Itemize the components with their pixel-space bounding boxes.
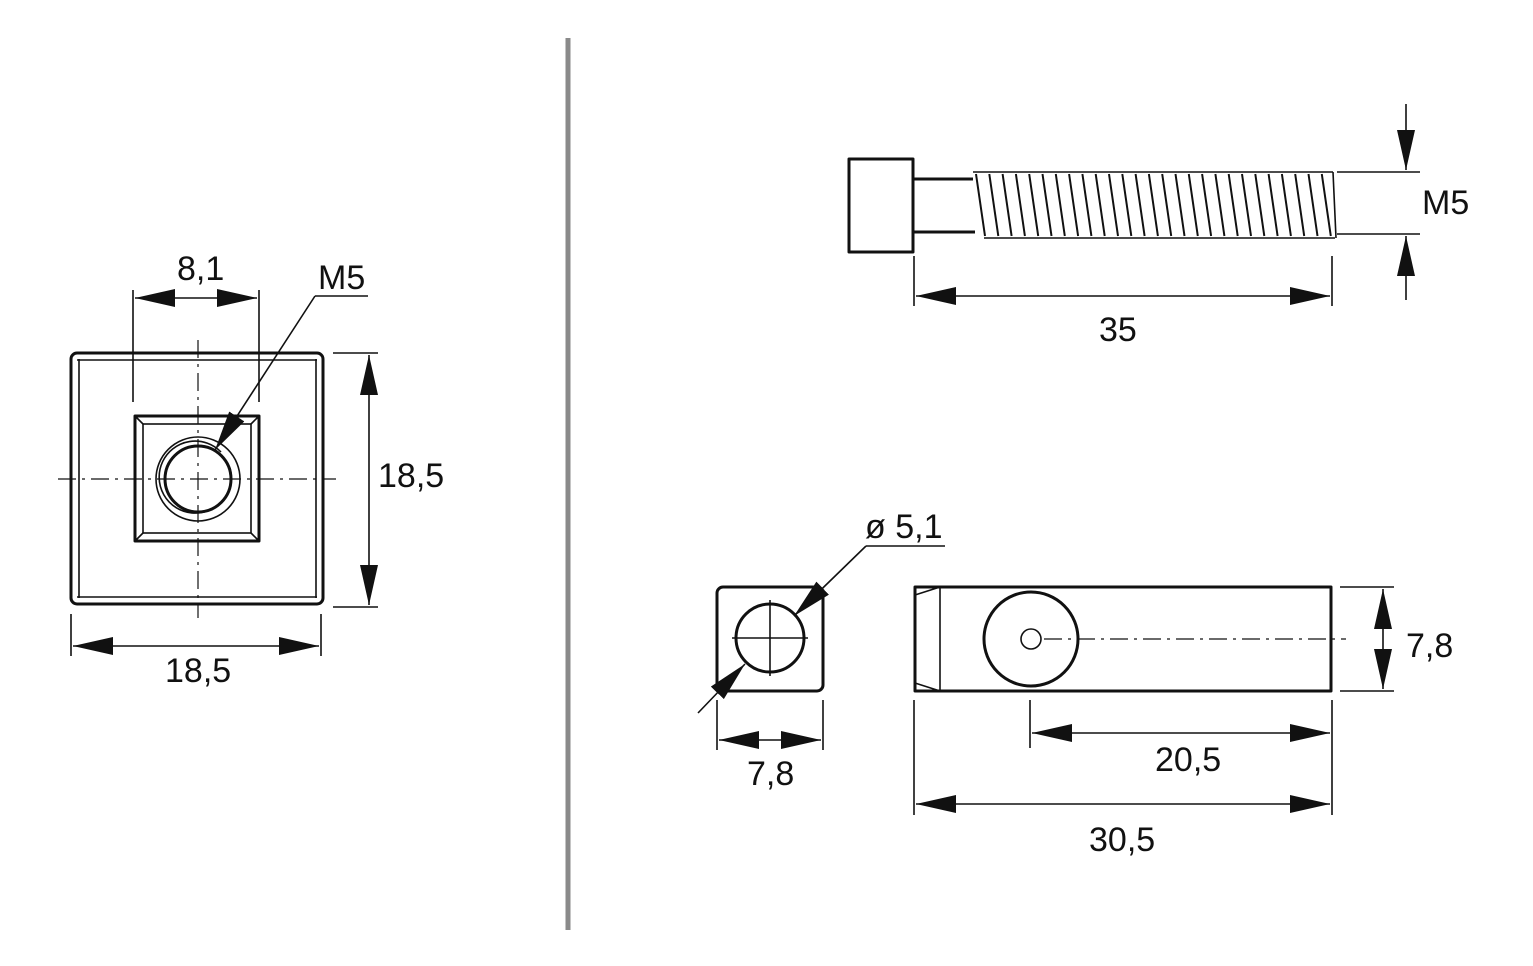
- dim-label-30-5: 30,5: [1089, 821, 1155, 859]
- thread-line: [1241, 173, 1252, 237]
- pin-end-view: ø 5,1 7,8: [697, 508, 945, 793]
- thread-line: [1227, 173, 1239, 237]
- screw-threads: [975, 173, 1332, 237]
- pin-side-view: 7,8 20,5 30,5: [913, 585, 1453, 859]
- thread-line: [1254, 173, 1266, 237]
- pin-body: [913, 585, 1333, 693]
- screw-head: [847, 157, 915, 254]
- thread-line: [1068, 173, 1080, 237]
- dim-label-end-width: 7,8: [747, 755, 794, 793]
- dim-label-width: 18,5: [165, 652, 231, 690]
- thread-line: [1214, 173, 1226, 237]
- thread-line: [1294, 173, 1306, 237]
- thread-line: [1187, 173, 1199, 237]
- thread-line: [1028, 173, 1040, 237]
- thread-line: [975, 173, 986, 237]
- dim-label-8-1: 8,1: [177, 250, 224, 288]
- thread-line: [1041, 173, 1053, 237]
- dim-label-pin-height: 7,8: [1406, 627, 1453, 665]
- screw-thread-label: M5: [1422, 184, 1469, 222]
- thread-line: [1121, 173, 1133, 237]
- hole-diameter-label: ø 5,1: [865, 508, 942, 546]
- thread-line: [1307, 173, 1319, 237]
- pin-end-square: [715, 585, 825, 693]
- thread-line: [1014, 173, 1026, 237]
- thread-line: [1267, 173, 1279, 237]
- thread-line: [1108, 173, 1119, 237]
- dim-label-height: 18,5: [378, 457, 444, 495]
- thread-line: [988, 173, 1000, 237]
- thread-line: [1320, 173, 1332, 237]
- nut-view: 8,1 M5 18,5 18,5: [58, 250, 444, 690]
- thread-line: [1174, 173, 1186, 237]
- dim-label-20-5: 20,5: [1155, 741, 1221, 779]
- pin-cross-hole: [982, 590, 1080, 688]
- thread-line: [1054, 173, 1066, 237]
- thread-line: [1094, 173, 1106, 237]
- thread-label: M5: [318, 259, 365, 297]
- screw-view: M5 35: [847, 104, 1469, 349]
- thread-line: [1081, 173, 1093, 237]
- screw-shank: [913, 177, 975, 234]
- thread-line: [1280, 173, 1292, 237]
- thread-line: [1147, 173, 1159, 237]
- thread-line: [1161, 173, 1173, 237]
- dim-label-35: 35: [1099, 311, 1137, 349]
- thread-line: [1001, 173, 1013, 237]
- thread-line: [1134, 173, 1146, 237]
- thread-line: [1201, 173, 1213, 237]
